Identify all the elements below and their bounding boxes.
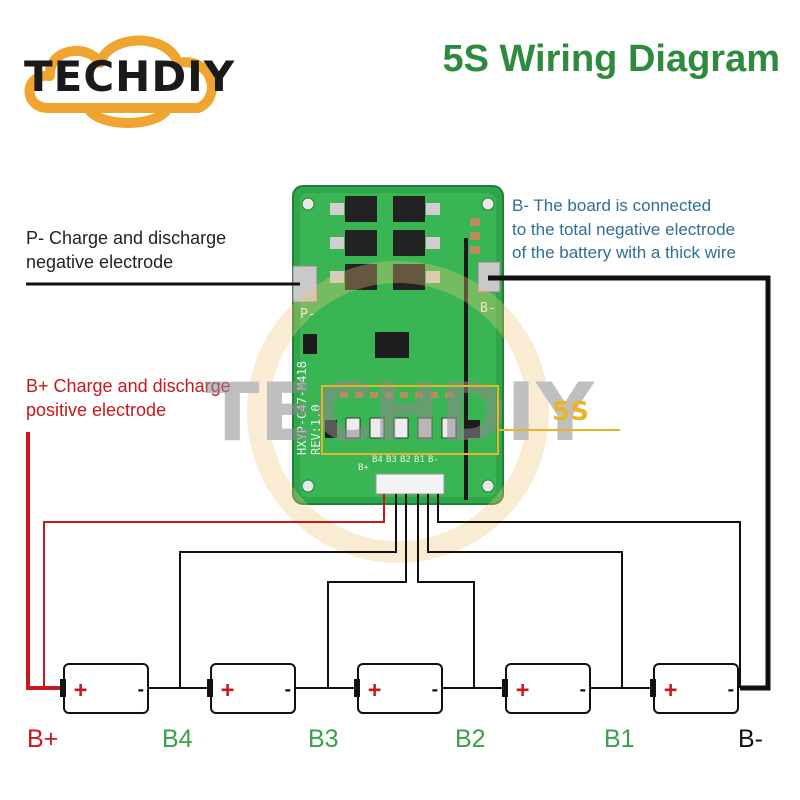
b-minus-note-line: of the battery with a thick wire xyxy=(512,243,736,262)
battery-positive-cap xyxy=(207,679,213,697)
bms-board: P- B- HXYP-C47-M418 REV:1.0 B+ B4 B3 xyxy=(292,185,504,505)
b-minus-note: B- The board is connected to the total n… xyxy=(512,194,736,265)
p-minus-note-line: negative electrode xyxy=(26,252,174,272)
terminal-label-b3: B3 xyxy=(308,725,339,753)
battery-positive-cap xyxy=(650,679,656,697)
battery-plus-sign: + xyxy=(74,678,87,703)
b-plus-note-line: B+ Charge and discharge xyxy=(26,376,231,396)
brand-name: TECHDIY xyxy=(24,52,236,101)
b-minus-balance-wire xyxy=(437,494,741,688)
balance-wires xyxy=(179,494,741,688)
balance-connector xyxy=(375,473,445,495)
watermark: TECHDIY xyxy=(205,261,595,563)
b1-balance-wire xyxy=(427,494,623,688)
watermark-text: TECHDIY xyxy=(205,366,595,459)
battery-cell: +- xyxy=(60,663,149,714)
battery-positive-cap xyxy=(354,679,360,697)
mount-hole xyxy=(301,479,315,493)
battery-plus-sign: + xyxy=(368,678,381,703)
pad-label-p: P- xyxy=(300,307,316,322)
terminal-label-b4: B4 xyxy=(162,725,193,753)
b3-balance-wire xyxy=(327,494,407,688)
terminal-label-b2: B2 xyxy=(455,725,486,753)
battery-cell: +- xyxy=(354,663,443,714)
battery-minus-sign: - xyxy=(726,680,736,699)
watermark-badge: 5S xyxy=(552,397,589,427)
pad-label-b: B- xyxy=(480,301,496,316)
terminal-label-b-minus: B- xyxy=(738,725,763,753)
battery-cell: +- xyxy=(502,663,591,714)
b-plus-wire xyxy=(26,432,62,690)
watermark-frame xyxy=(321,385,499,455)
brand-logo-cloud xyxy=(24,35,217,128)
connector-pin-label: B3 xyxy=(386,455,397,465)
connector-pin-label: B4 xyxy=(372,455,383,465)
b-minus-note-line: to the total negative electrode xyxy=(512,219,736,239)
connector-pin-labels: B+ B4 B3 B2 B1 B- xyxy=(358,455,439,473)
p-minus-note: P- Charge and discharge negative electro… xyxy=(26,226,226,274)
b-minus-wire xyxy=(488,275,771,691)
battery-plus-sign: + xyxy=(221,678,234,703)
mount-hole xyxy=(301,197,315,211)
b-minus-note-line: B- The board is connected xyxy=(512,196,712,215)
battery-minus-sign: - xyxy=(136,680,146,699)
battery-positive-cap xyxy=(502,679,508,697)
connector-pin-label: B2 xyxy=(400,455,411,465)
b2-balance-wire xyxy=(417,494,475,688)
terminal-label-b-plus: B+ xyxy=(27,725,59,753)
battery-minus-sign: - xyxy=(430,680,440,699)
b-plus-balance-wire xyxy=(43,494,385,688)
diagram-title: 5S Wiring Diagram xyxy=(442,38,780,80)
connector-pin-label: B+ xyxy=(358,463,369,473)
bms-ic-chip xyxy=(375,332,409,358)
b-plus-note: B+ Charge and discharge positive electro… xyxy=(26,374,231,422)
p-minus-note-line: P- Charge and discharge xyxy=(26,228,227,248)
battery-minus-sign: - xyxy=(578,680,588,699)
b4-balance-wire xyxy=(179,494,397,688)
battery-plus-sign: + xyxy=(664,678,677,703)
connector-pin-label: B1 xyxy=(414,455,425,465)
battery-positive-cap xyxy=(60,679,66,697)
mosfet-array xyxy=(345,196,425,290)
battery-minus-sign: - xyxy=(283,680,293,699)
board-revision: REV:1.0 xyxy=(309,404,323,455)
board-model: HXYP-C47-M418 xyxy=(295,361,309,455)
b-plus-note-line: positive electrode xyxy=(26,400,167,420)
battery-cell: +- xyxy=(207,663,296,714)
battery-plus-sign: + xyxy=(516,678,529,703)
mount-hole xyxy=(481,197,495,211)
mount-hole xyxy=(481,479,495,493)
battery-pack: +-+-+-+-+- xyxy=(60,663,739,714)
terminal-label-b1: B1 xyxy=(604,725,635,753)
battery-cell: +- xyxy=(650,663,739,714)
connector-pin-label: B- xyxy=(428,455,439,465)
